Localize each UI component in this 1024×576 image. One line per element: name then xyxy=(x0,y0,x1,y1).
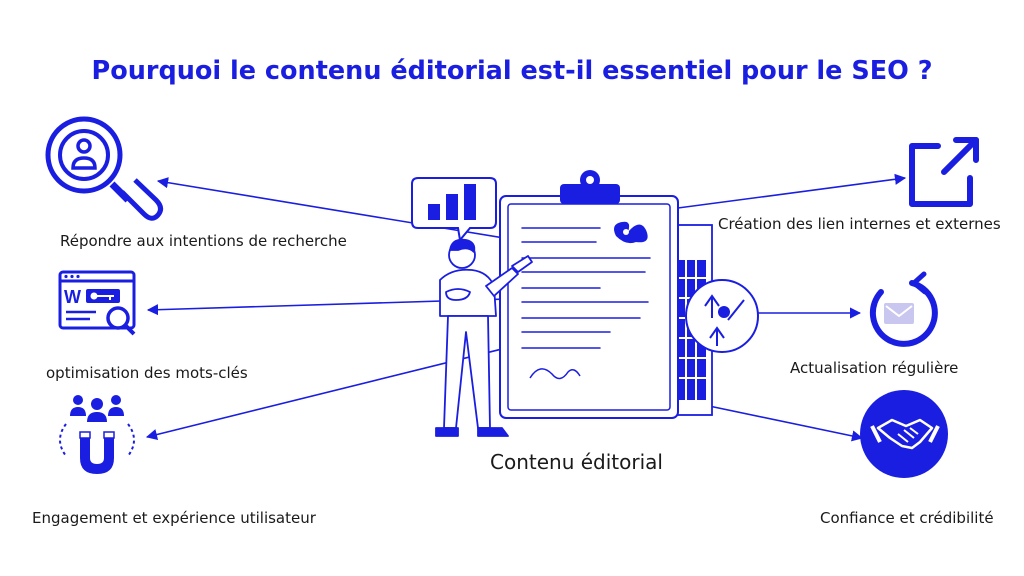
page-title: Pourquoi le contenu éditorial est-il ess… xyxy=(91,56,933,86)
label-refresh: Actualisation régulière xyxy=(790,359,959,377)
label-search-intent: Répondre aux intentions de recherche xyxy=(60,232,347,250)
user-magnet-icon xyxy=(59,395,135,474)
arrow-links xyxy=(638,173,907,218)
search-user-icon xyxy=(45,116,164,221)
handshake-icon xyxy=(860,390,948,478)
arrow-trust xyxy=(689,401,864,442)
label-trust: Confiance et crédibilité xyxy=(820,509,994,527)
presenter-character xyxy=(435,238,533,437)
external-link-icon xyxy=(909,137,979,207)
center-label: Contenu éditorial xyxy=(490,450,663,474)
arrow-search-intent xyxy=(156,177,518,244)
label-keywords: optimisation des mots-clés xyxy=(46,364,248,382)
keyword-browser-icon: W xyxy=(58,270,136,336)
label-engagement: Engagement et expérience utilisateur xyxy=(32,509,316,527)
refresh-mail-icon xyxy=(869,271,938,347)
label-links: Création des lien internes et externes xyxy=(718,215,1001,233)
svg-text:W: W xyxy=(64,287,81,307)
clipboard-illustration xyxy=(499,170,759,419)
chart-bubble xyxy=(411,177,497,243)
